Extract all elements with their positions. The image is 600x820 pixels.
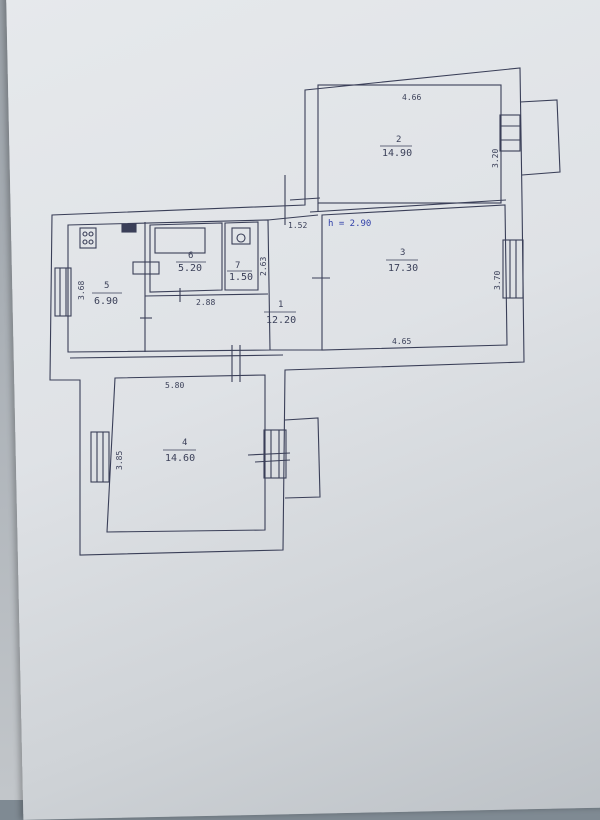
room-3-area: 17.30 bbox=[388, 263, 418, 274]
windows bbox=[54, 114, 524, 483]
room-7-area: 1.50 bbox=[229, 272, 253, 283]
room-7-outline bbox=[224, 221, 259, 291]
room-3-outline bbox=[321, 204, 508, 351]
room-2-area: 14.90 bbox=[382, 148, 412, 159]
balcony-top bbox=[519, 99, 561, 176]
room-6-outline bbox=[149, 222, 223, 293]
dim-room2-width: 4.66 bbox=[402, 93, 421, 102]
dim-room3-depth: 3.70 bbox=[493, 271, 502, 290]
dim-hall-width: 2.88 bbox=[196, 298, 215, 307]
room-2-outline bbox=[317, 84, 502, 204]
room-6-area: 5.20 bbox=[178, 263, 202, 274]
room-6-number: 6 bbox=[188, 251, 193, 261]
dim-room4-depth: 3.85 bbox=[115, 451, 124, 470]
room-2-number: 2 bbox=[396, 135, 401, 145]
fixtures bbox=[79, 223, 251, 275]
room-1-area: 12.20 bbox=[266, 315, 296, 326]
floor-plan: 2 14.90 3 17.30 1 12.20 4 14.60 5 6.90 6… bbox=[49, 67, 561, 556]
inner-wall-left bbox=[67, 219, 271, 353]
outer-wall bbox=[49, 67, 525, 556]
dim-hall-depth: 2.63 bbox=[259, 257, 268, 276]
balcony-bottom bbox=[284, 417, 321, 499]
dim-corridor-width: 1.52 bbox=[288, 221, 307, 230]
dim-room5-depth: 3.68 bbox=[77, 281, 86, 300]
room-5-number: 5 bbox=[104, 281, 109, 291]
dim-room3-width: 4.65 bbox=[392, 337, 411, 346]
room-3-number: 3 bbox=[400, 248, 405, 258]
room-4-outline bbox=[106, 374, 266, 533]
ceiling-height-note: h = 2.90 bbox=[328, 219, 371, 229]
door-marks bbox=[140, 175, 330, 463]
room-5-area: 6.90 bbox=[94, 296, 118, 307]
room-4-number: 4 bbox=[182, 438, 187, 448]
dim-room4-width: 5.80 bbox=[165, 381, 184, 390]
room-4-area: 14.60 bbox=[165, 453, 195, 464]
dim-room2-depth: 3.20 bbox=[491, 149, 500, 168]
room-7-number: 7 bbox=[235, 261, 240, 271]
room-1-number: 1 bbox=[278, 300, 283, 310]
hall-south-wall bbox=[69, 354, 284, 359]
